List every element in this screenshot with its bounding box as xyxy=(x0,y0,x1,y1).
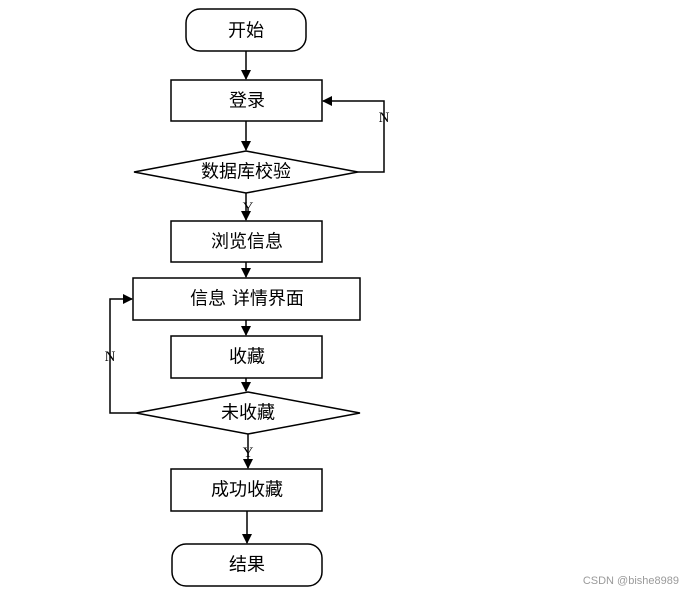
watermark-text: CSDN @bishe8989 xyxy=(583,575,679,587)
login-node: 登录 xyxy=(170,79,323,122)
browse-label: 浏览信息 xyxy=(211,232,283,253)
db-check-yes-label: Y xyxy=(243,200,254,216)
success-node: 成功收藏 xyxy=(170,468,323,512)
browse-node: 浏览信息 xyxy=(170,220,323,263)
detail-node: 信息 详情界面 xyxy=(132,277,361,321)
arrow-check-no-loop xyxy=(322,96,385,173)
arrow-not-favorited-no-loop xyxy=(109,294,136,414)
end-node: 结果 xyxy=(171,543,323,587)
detail-label: 信息 详情界面 xyxy=(190,289,304,310)
db-check-label: 数据库校验 xyxy=(201,162,291,183)
start-label: 开始 xyxy=(228,21,264,42)
db-check-no-label: N xyxy=(379,110,390,126)
login-label: 登录 xyxy=(229,91,265,112)
start-node: 开始 xyxy=(185,8,307,52)
success-label: 成功收藏 xyxy=(211,480,283,501)
db-check-decision: 数据库校验 xyxy=(133,150,359,194)
end-label: 结果 xyxy=(229,555,265,576)
not-favorited-no-label: N xyxy=(105,349,116,365)
not-favorited-yes-label: Y xyxy=(243,445,254,461)
not-favorited-label: 未收藏 xyxy=(221,403,275,424)
favorite-label: 收藏 xyxy=(229,347,265,368)
not-favorited-decision: 未收藏 xyxy=(135,391,361,435)
favorite-node: 收藏 xyxy=(170,335,323,379)
